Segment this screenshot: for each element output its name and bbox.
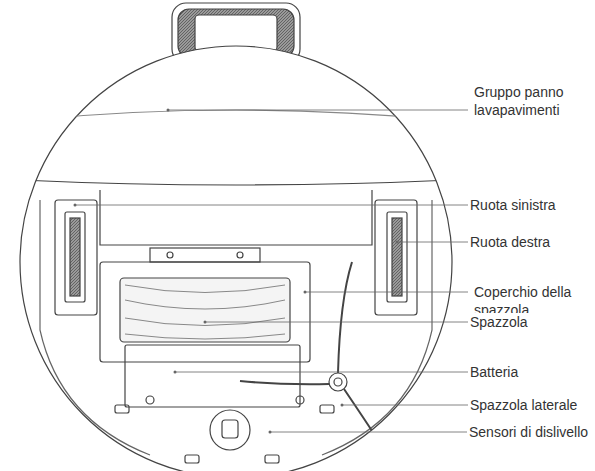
- battery-label: Batteria: [468, 363, 592, 381]
- brush-label: Spazzola: [468, 313, 592, 331]
- cliff-sensor-label: Sensori di dislivello: [467, 423, 592, 441]
- mop-label: Gruppo panno lavapavimenti: [472, 83, 586, 119]
- side-brush-label: Spazzola laterale: [468, 396, 592, 414]
- wheel-label: Ruota destra: [468, 233, 592, 251]
- wheel-label: Ruota sinistra: [468, 196, 592, 214]
